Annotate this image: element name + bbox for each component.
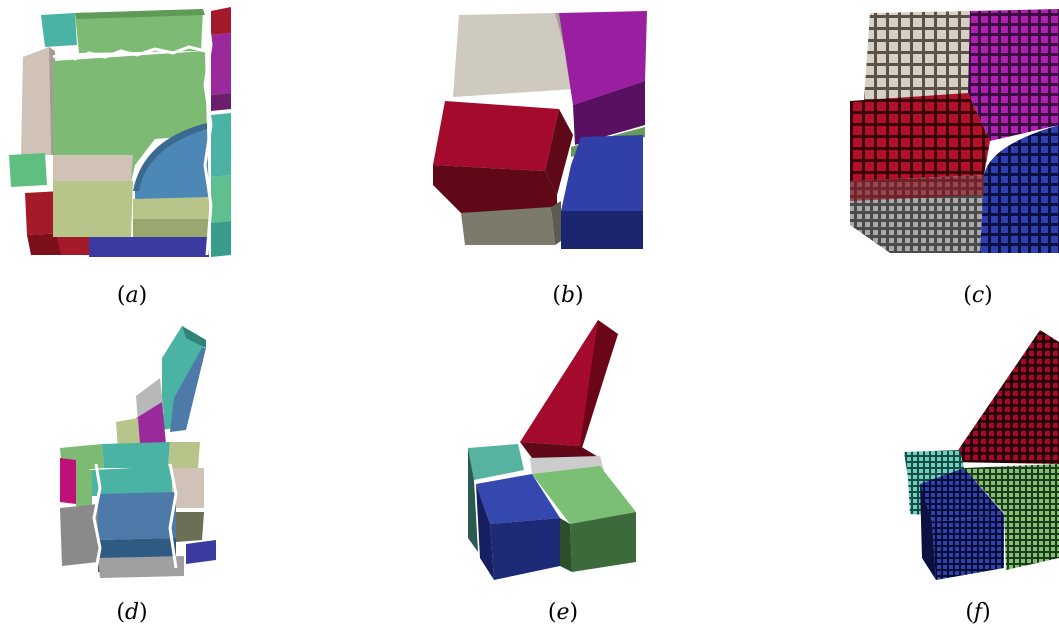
panel-e (460, 318, 640, 588)
panel-a (5, 5, 240, 260)
hex-mesh-c-image (840, 5, 1059, 255)
partitioned-lshape-d-image (52, 318, 232, 588)
panel-d (52, 318, 232, 588)
partitioned-block-a-image (5, 5, 240, 260)
panel-c (840, 5, 1059, 255)
exploded-lshape-e-image (460, 318, 640, 588)
panel-b (425, 5, 655, 255)
panel-f (900, 318, 1059, 588)
caption-e: (e) (523, 600, 603, 625)
caption-d: (d) (92, 600, 172, 625)
caption-b: (b) (528, 283, 608, 308)
exploded-blocks-b-image (425, 5, 655, 255)
caption-c: (c) (938, 283, 1018, 308)
caption-a: (a) (92, 283, 172, 308)
hex-mesh-f-image (900, 318, 1059, 588)
caption-f: (f) (938, 600, 1018, 625)
